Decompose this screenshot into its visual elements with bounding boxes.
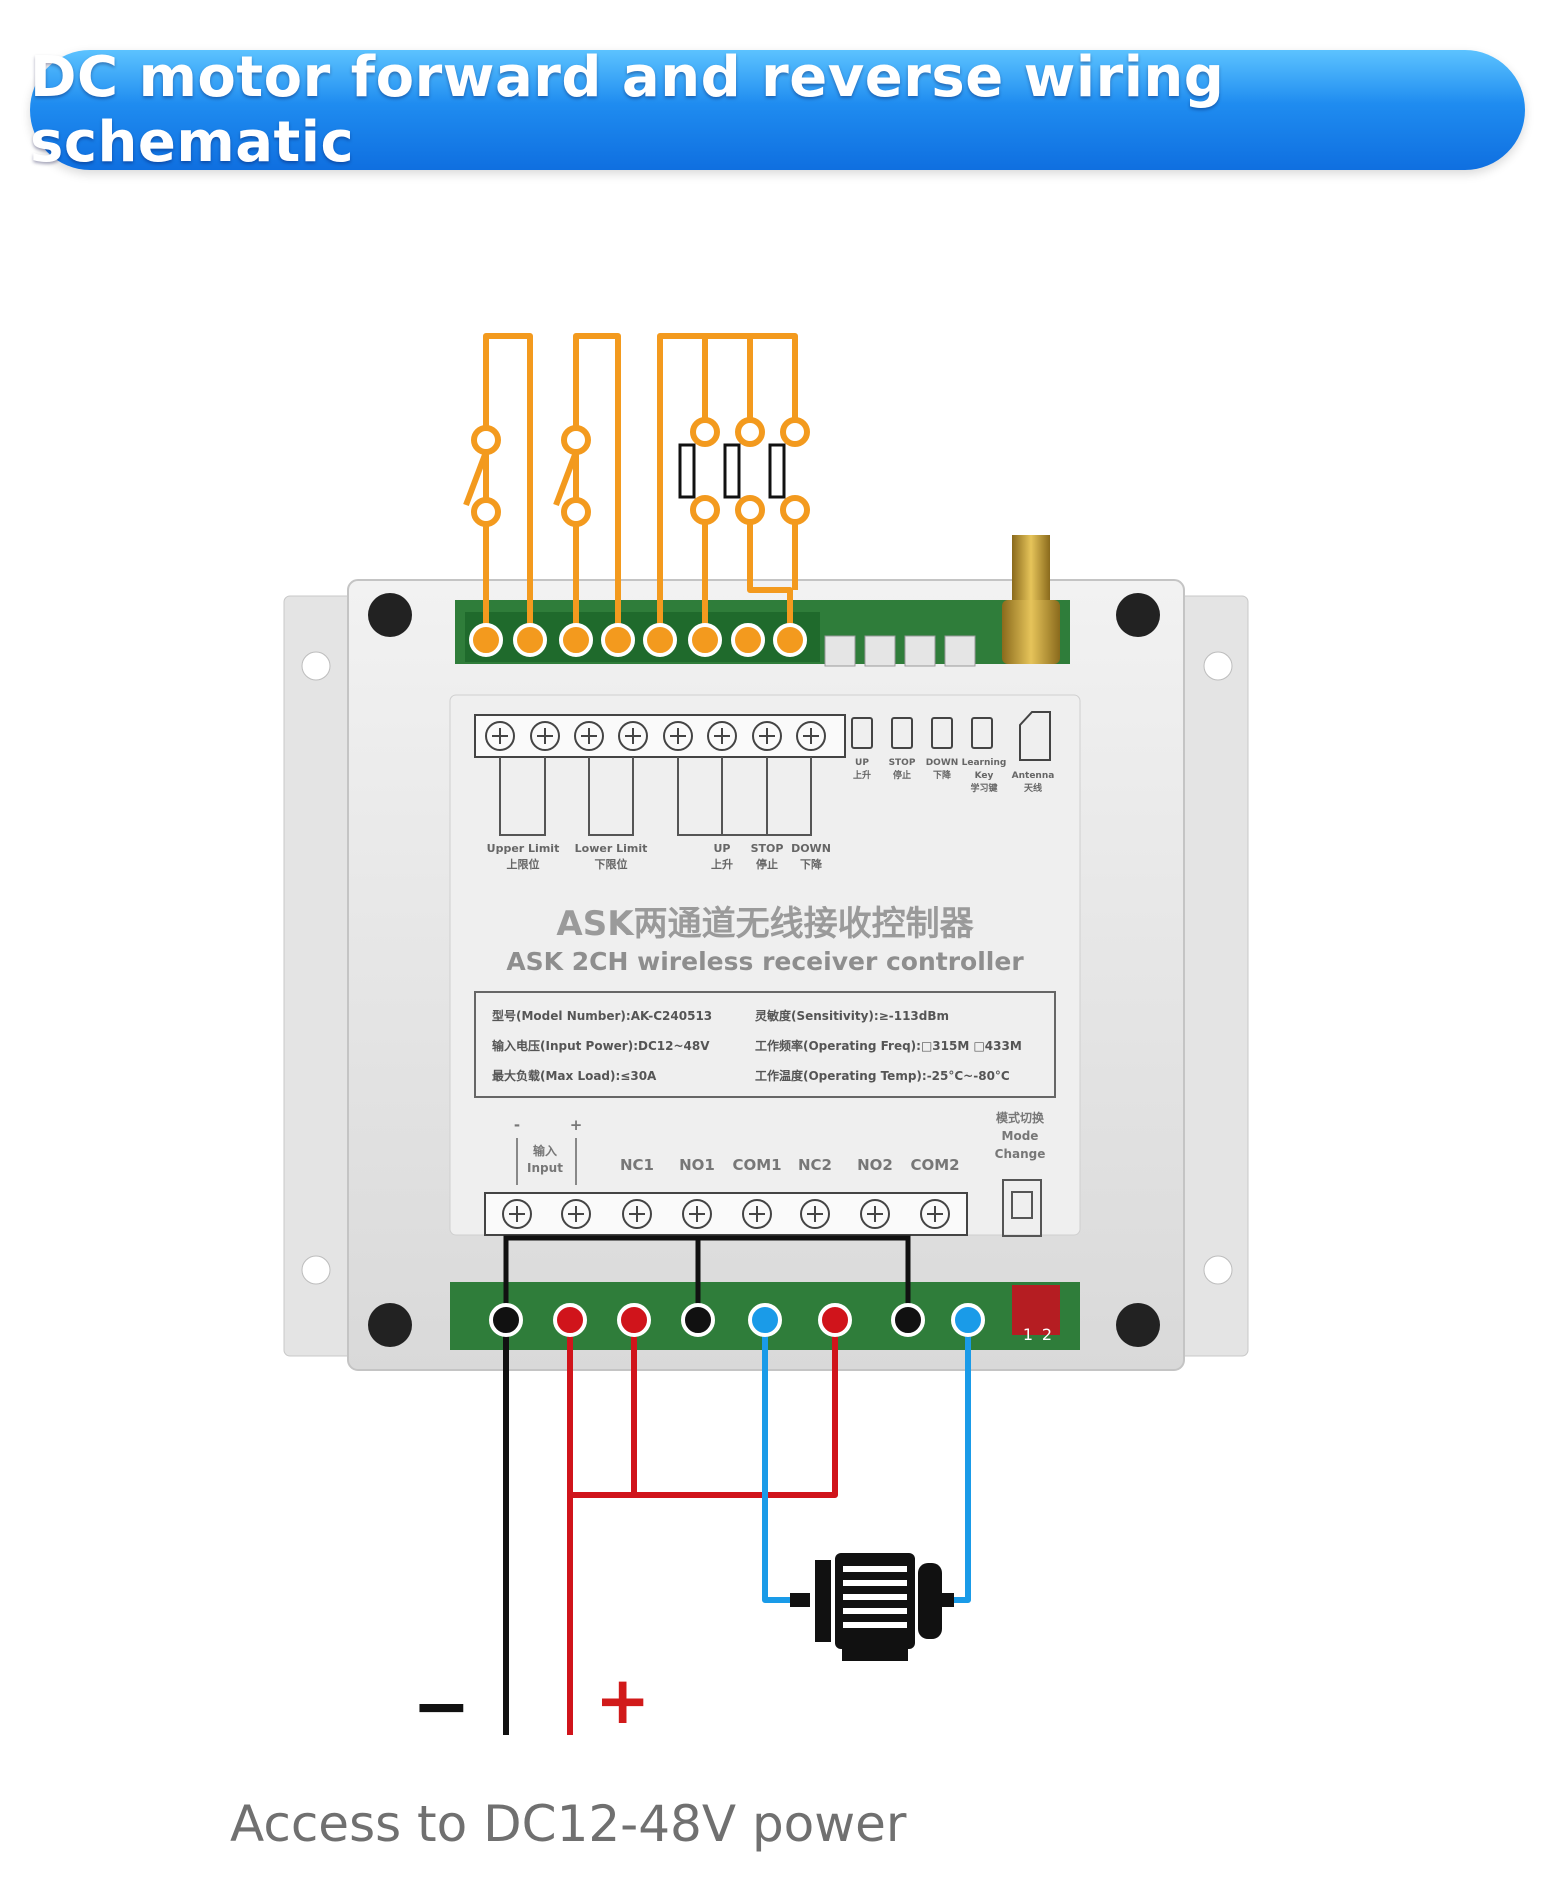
top-buttons [824,635,976,667]
spec-model: 型号(Model Number):AK-C240513 [492,1008,712,1023]
case-screw [368,593,412,637]
dip-switch [1012,1285,1060,1335]
btn-label-antenna: Antenna [1012,771,1055,781]
label-up-cn: 上升 [711,857,733,871]
push-buttons [678,443,786,499]
top-terminals [469,623,807,657]
antenna-connector [1002,535,1060,664]
btn-label-key: Key [975,771,994,781]
label-minus: - [514,1116,520,1134]
input-bracket [516,1138,577,1185]
mount-hole [1203,651,1233,681]
label-lower-limit-cn: 下限位 [595,857,628,871]
label-down: DOWN [791,842,831,855]
orange-wiring [463,333,810,640]
btn-label-stop-cn: 停止 [893,769,911,781]
minus-symbol: − [412,1665,471,1747]
printed-bottom-strip [484,1179,1042,1237]
mount-hole [1203,1255,1233,1285]
mount-hole [301,1255,331,1285]
label-no2: NO2 [857,1156,893,1174]
label-com1: COM1 [732,1156,781,1174]
power-and-motor-wiring [503,1320,971,1735]
label-plus: + [570,1116,583,1134]
label-com2: COM2 [910,1156,959,1174]
plus-symbol: + [595,1662,651,1739]
printed-top-strip [474,714,846,836]
label-down-cn: 下降 [800,857,823,871]
spec-sensitivity: 灵敏度(Sensitivity):≥-113dBm [755,1008,949,1023]
spec-operating-temp: 工作温度(Operating Temp):-25°C~-80°C [755,1068,1010,1083]
printed-buttons [851,711,1051,761]
label-stop: STOP [751,842,784,855]
label-lower-limit: Lower Limit [575,842,648,855]
btn-label-stop: STOP [889,758,916,768]
label-nc2: NC2 [798,1156,832,1174]
case-screw [1116,1303,1160,1347]
label-mode-cn: 模式切换 [996,1110,1045,1125]
label-input-cn: 输入 [533,1143,557,1158]
product-name-en: ASK 2CH wireless receiver controller [506,947,1024,976]
label-mode: Mode [1002,1129,1039,1143]
btn-label-up-cn: 上升 [853,769,871,781]
btn-label-down-cn: 下降 [933,769,952,781]
dip-label-1: 1 [1023,1325,1033,1344]
label-up: UP [714,842,731,855]
spec-operating-freq: 工作频率(Operating Freq):□315M □433M [755,1038,1022,1053]
label-nc1: NC1 [620,1156,654,1174]
label-input: Input [527,1161,563,1175]
dip-label-2: 2 [1042,1325,1052,1344]
bottom-terminals [489,1303,985,1337]
title-banner: DC motor forward and reverse wiring sche… [30,45,1525,175]
btn-label-up: UP [855,758,869,768]
label-upper-limit: Upper Limit [487,842,560,855]
btn-label-down: DOWN [926,758,959,768]
label-change: Change [995,1147,1046,1161]
mount-hole [301,651,331,681]
motor-icon [790,1553,954,1661]
banner-title: DC motor forward and reverse wiring sche… [30,45,1225,175]
spec-input-power: 输入电压(Input Power):DC12~48V [492,1038,710,1053]
spec-max-load: 最大负载(Max Load):≤30A [492,1068,657,1083]
product-name-cn: ASK两通道无线接收控制器 [556,904,974,944]
label-upper-limit-cn: 上限位 [507,857,540,871]
btn-label-learning-cn: 学习键 [970,782,998,794]
btn-label-learning: Learning [962,758,1007,768]
specs-box [474,991,1056,1098]
case-screw [368,1303,412,1347]
btn-label-antenna-cn: 天线 [1024,782,1042,794]
case-screw [1116,593,1160,637]
power-caption: Access to DC12-48V power [230,1795,907,1853]
label-stop-cn: 停止 [756,857,778,871]
label-no1: NO1 [679,1156,715,1174]
